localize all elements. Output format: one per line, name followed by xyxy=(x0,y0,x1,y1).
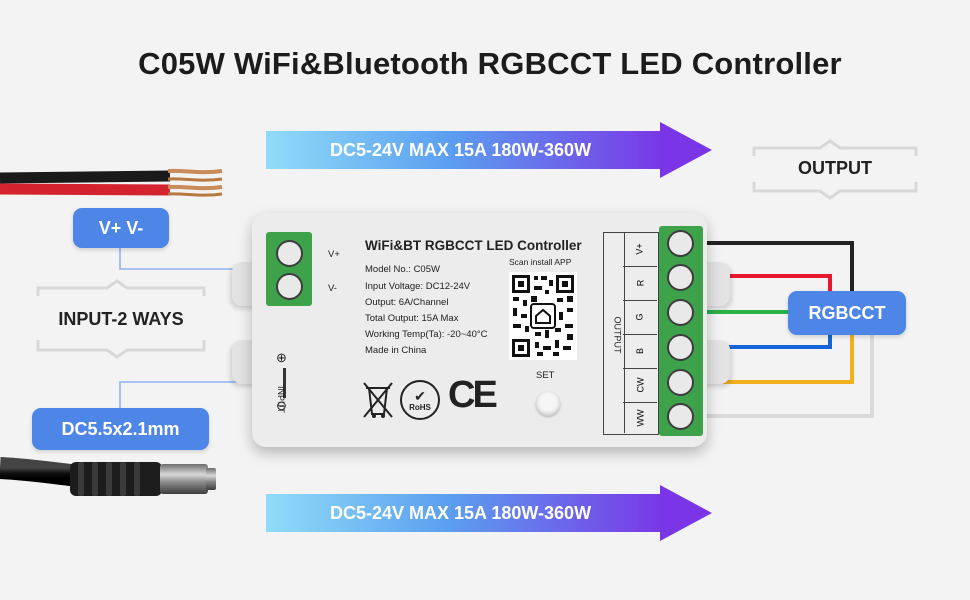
spec-origin: Made in China xyxy=(365,345,427,356)
output-terminal-screw xyxy=(667,369,694,396)
output-terminal-screw xyxy=(667,230,694,257)
check-mark-icon: ✔ xyxy=(414,387,426,404)
channel-label-b: B xyxy=(634,347,645,355)
output-terminal-screw xyxy=(667,264,694,291)
spec-working-temp: Working Temp(Ta): -20~40°C xyxy=(365,329,488,340)
input-terminal-block xyxy=(266,232,312,306)
input-vminus-label: V- xyxy=(328,283,337,294)
dc-jack-cord xyxy=(0,457,216,496)
output-terminal-screw xyxy=(667,334,694,361)
output-terminal-screw xyxy=(667,299,694,326)
rohs-text: RoHS xyxy=(409,402,431,412)
ce-mark-icon: CE xyxy=(448,374,498,416)
input-vplus-label: V+ xyxy=(328,249,340,260)
output-channel-labels: V+ R G B CW WW xyxy=(623,232,657,433)
input-terminal-screw xyxy=(276,240,303,267)
channel-label-g: G xyxy=(634,313,645,321)
output-label-plate: OUTPUT xyxy=(603,232,659,435)
minus-symbol: ⊖ xyxy=(276,398,287,413)
channel-label-cw: CW xyxy=(635,377,645,393)
top-arrow-label: DC5-24V MAX 15A 180W-360W xyxy=(330,140,592,160)
output-label: OUTPUT xyxy=(798,158,872,178)
input-ways-bracket xyxy=(36,279,206,359)
channel-label-vplus: V+ xyxy=(634,243,645,255)
spec-total-output: Total Output: 15A Max xyxy=(365,313,459,324)
scan-app-label: Scan install APP xyxy=(509,257,572,267)
input-port-label: INPUT xyxy=(276,386,286,413)
rgbcct-tag: RGBCCT xyxy=(788,291,906,335)
spec-input-voltage: Input Voltage: DC12-24V xyxy=(365,281,471,292)
rohs-icon: ✔ RoHS xyxy=(400,380,440,420)
bottom-arrow-label: DC5-24V MAX 15A 180W-360W xyxy=(330,503,592,523)
spec-model: Model No.: C05W xyxy=(365,264,440,275)
input-power-wires xyxy=(0,168,223,197)
top-arrow xyxy=(266,122,712,178)
v-plus-minus-tag: V+ V- xyxy=(73,208,169,248)
bottom-arrow xyxy=(266,485,712,541)
channel-label-ww: WW xyxy=(635,409,645,426)
dc-jack-tag: DC5.5x2.1mm xyxy=(32,408,209,450)
channel-label-r: R xyxy=(635,279,645,287)
spec-output: Output: 6A/Channel xyxy=(365,297,449,308)
page-title: C05W WiFi&Bluetooth RGBCCT LED Controlle… xyxy=(138,46,842,81)
set-label: SET xyxy=(536,370,555,381)
output-terminal-screw xyxy=(667,403,694,430)
weee-bin-icon xyxy=(363,382,393,418)
dc-port-symbol xyxy=(283,368,286,398)
input-terminal-screw xyxy=(276,273,303,300)
output-plate-label: OUTPUT xyxy=(612,316,622,354)
device-name: WiFi&BT RGBCCT LED Controller xyxy=(365,238,582,253)
set-button[interactable] xyxy=(536,392,560,416)
plus-symbol: ⊕ xyxy=(276,350,287,365)
qr-code xyxy=(509,272,577,360)
output-bracket xyxy=(752,139,918,200)
output-terminal-block xyxy=(659,226,703,436)
input-ways-label: INPUT-2 WAYS xyxy=(58,309,184,329)
